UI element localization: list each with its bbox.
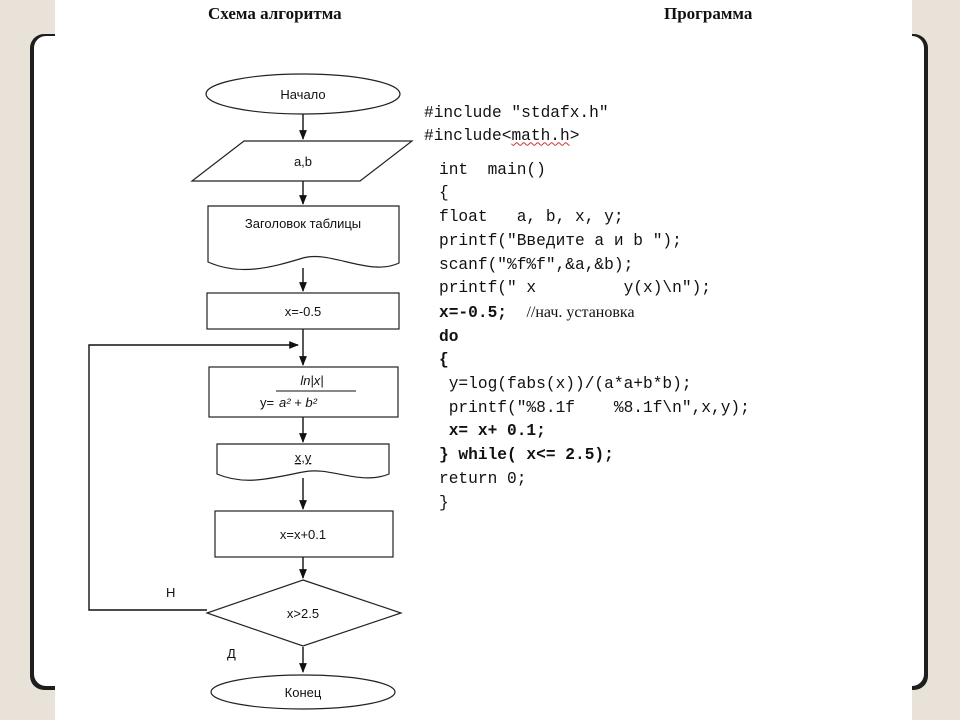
formula-denominator: a² + b² (279, 395, 318, 410)
code-include2-pre: #include< (424, 127, 512, 146)
output-label: x,y (295, 450, 312, 465)
formula-numerator: ln|x| (300, 373, 323, 388)
end-label: Конец (285, 685, 322, 700)
condition-label: x>2.5 (287, 606, 319, 621)
code-line-close: } (439, 493, 449, 512)
code-line-include1: #include "stdafx.h" (424, 103, 609, 122)
init-label: x=-0.5 (285, 304, 322, 319)
start-label: Начало (280, 87, 325, 102)
table-header-document (207, 205, 400, 271)
start-terminator (205, 73, 401, 115)
code-init-comment: //нач. установка (526, 303, 635, 321)
code-line-printf1: printf("Введите a и b "); (439, 231, 682, 250)
init-process (206, 292, 400, 330)
table-header-label: Заголовок таблицы (245, 216, 361, 231)
code-line-float: float a, b, x, y; (439, 208, 624, 227)
code-line-scanf: scanf("%f%f",&a,&b); (439, 255, 634, 274)
code-include2-lib: math.h (511, 127, 570, 146)
code-include2-post: > (569, 127, 580, 146)
condition-decision (205, 579, 403, 647)
content-sheet (55, 0, 912, 720)
increment-process (214, 510, 394, 558)
code-line-inc: x= x+ 0.1; (439, 422, 546, 441)
code-line-open: { (439, 184, 449, 203)
flowchart-heading: Схема алгоритма (208, 4, 342, 23)
loop-back-line (88, 341, 299, 611)
code-line-printf3: printf("%8.1f %8.1f\n",x,y); (439, 398, 750, 417)
code-line-y: y=log(fabs(x))/(a*a+b*b); (439, 375, 692, 394)
input-label: a,b (294, 154, 312, 169)
code-line-do: do (439, 327, 459, 346)
yes-branch-label: Д (227, 646, 236, 661)
code-line-init: x=-0.5; //нач. установка (439, 301, 750, 326)
code-line-include2: #include<math.h> (424, 125, 609, 149)
code-line-while: } while( x<= 2.5); (439, 446, 614, 465)
code-line-return: return 0; (439, 469, 527, 488)
code-line-main: int main() (439, 160, 546, 179)
program-heading: Программа (664, 4, 753, 23)
output-document (216, 443, 390, 481)
code-line-printf2: printf(" x y(x)\n"); (439, 279, 711, 298)
increment-label: x=x+0.1 (280, 527, 326, 542)
program-body: int main() { float a, b, x, y; printf("Введ… (439, 135, 750, 539)
input-parallelogram (190, 140, 414, 182)
formula-prefix: y= (260, 395, 274, 410)
end-terminator (210, 674, 396, 710)
no-branch-label: Н (166, 585, 175, 600)
program-code: #include "stdafx.h" #include<math.h> (424, 78, 609, 173)
code-init-statement: x=-0.5; (439, 303, 507, 322)
code-line-do-open: { (439, 351, 449, 370)
formula-process (208, 366, 399, 418)
